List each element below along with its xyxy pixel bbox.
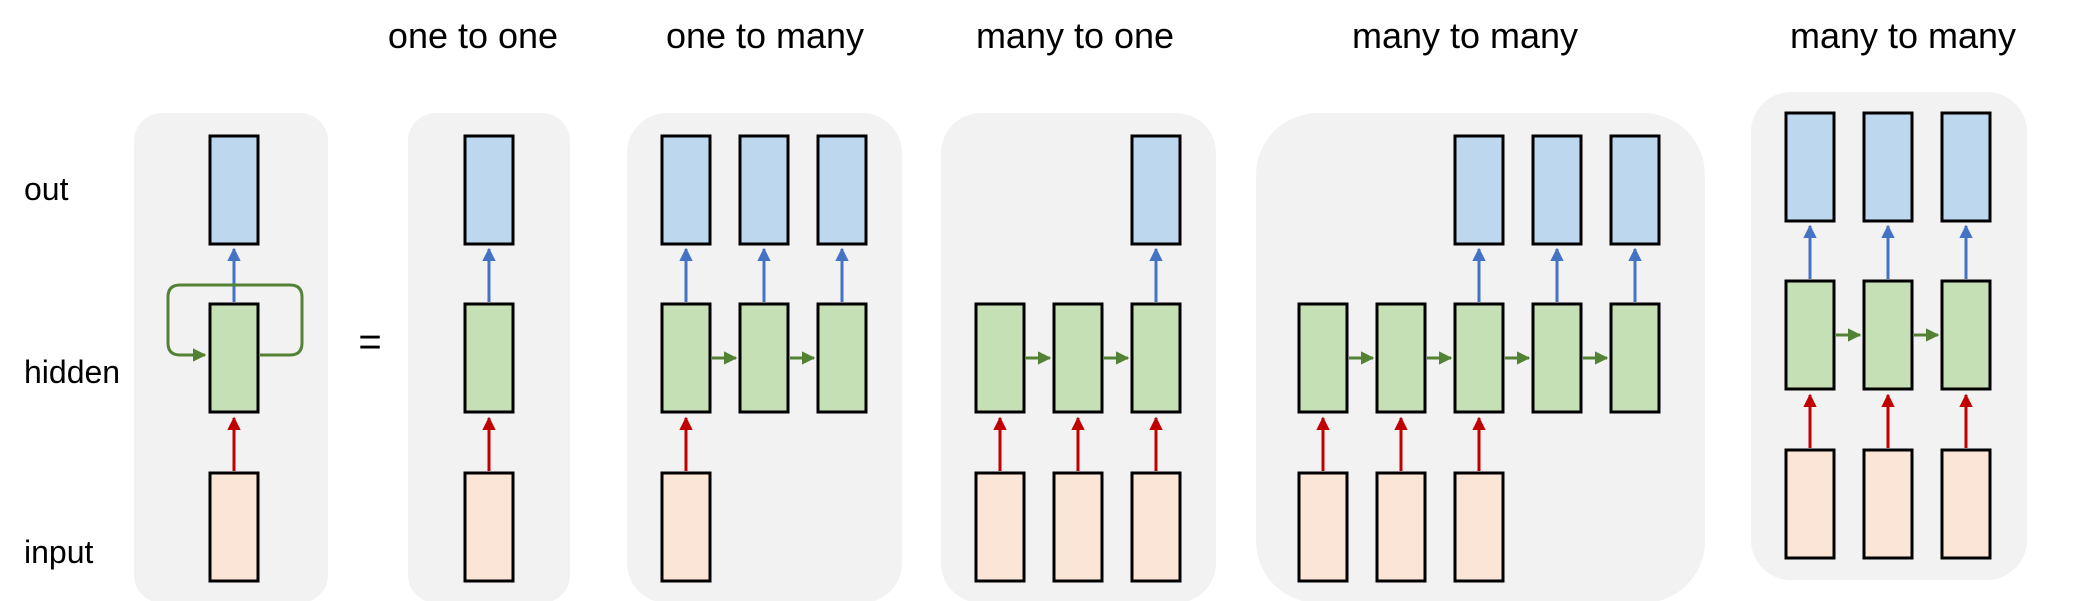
hidden-box	[816, 302, 868, 414]
hidden-box	[660, 302, 712, 414]
hidden-box	[1609, 302, 1661, 414]
row-label-out: out	[24, 171, 69, 207]
hidden-box	[738, 302, 790, 414]
input-box	[1375, 471, 1427, 583]
input-box	[1052, 471, 1104, 583]
hidden-box	[1297, 302, 1349, 414]
hidden-box	[1784, 279, 1836, 391]
input-box	[1862, 448, 1914, 560]
output-box	[1130, 134, 1182, 246]
equals-sign: =	[358, 320, 381, 364]
output-box	[1453, 134, 1505, 246]
hidden-box	[1862, 279, 1914, 391]
title-many-to-one: many to one	[976, 15, 1174, 56]
output-box	[738, 134, 790, 246]
panel-one-to-many	[627, 113, 902, 601]
input-box	[974, 471, 1026, 583]
output-box	[1784, 111, 1836, 223]
row-label-hidden: hidden	[24, 354, 120, 390]
hidden-box	[208, 302, 260, 414]
input-box	[1940, 448, 1992, 560]
output-box	[660, 134, 712, 246]
title-many-to-many-delayed: many to many	[1352, 15, 1578, 56]
input-box	[1453, 471, 1505, 583]
hidden-box	[1130, 302, 1182, 414]
hidden-box	[1453, 302, 1505, 414]
input-box	[660, 471, 712, 583]
panel-many-to-one	[941, 113, 1216, 601]
hidden-box	[1531, 302, 1583, 414]
panel-rolled-rnn	[134, 113, 328, 601]
title-one-to-many: one to many	[666, 15, 864, 56]
row-label-input: input	[24, 534, 94, 570]
panel-one-to-one	[408, 113, 570, 601]
output-box	[463, 134, 515, 246]
output-box	[1940, 111, 1992, 223]
input-box	[1297, 471, 1349, 583]
hidden-box	[463, 302, 515, 414]
output-box	[1862, 111, 1914, 223]
title-many-to-many-synced: many to many	[1790, 15, 2016, 56]
title-one-to-one: one to one	[388, 15, 558, 56]
output-box	[1609, 134, 1661, 246]
hidden-box	[974, 302, 1026, 414]
output-box	[1531, 134, 1583, 246]
input-box	[1784, 448, 1836, 560]
hidden-box	[1940, 279, 1992, 391]
output-box	[208, 134, 260, 246]
panel-many-to-many-delayed	[1256, 113, 1705, 601]
hidden-box	[1052, 302, 1104, 414]
panel-many-to-many-synced	[1751, 92, 2027, 580]
input-box	[463, 471, 515, 583]
input-box	[1130, 471, 1182, 583]
hidden-box	[1375, 302, 1427, 414]
recurrent-loop-arrow	[166, 283, 304, 362]
input-box	[208, 471, 260, 583]
output-box	[816, 134, 868, 246]
